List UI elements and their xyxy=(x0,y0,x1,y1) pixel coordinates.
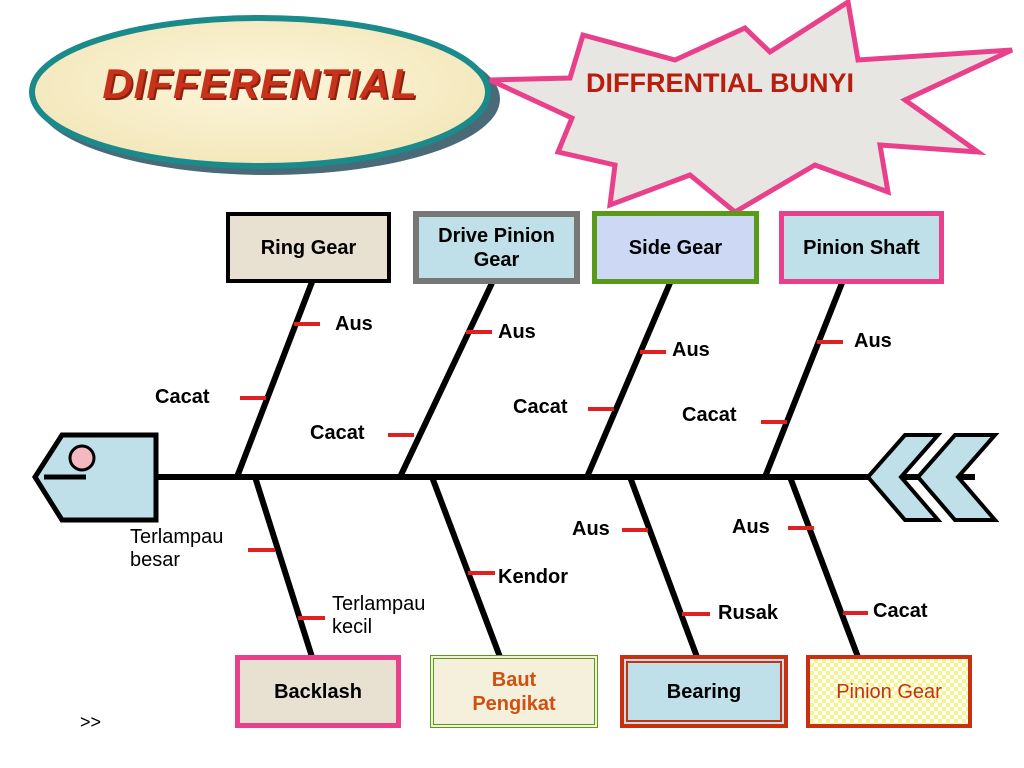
cause-pinion-gear-cacat: Cacat xyxy=(873,600,928,622)
bone-baut-pengikat xyxy=(429,475,503,659)
cause-pinion-gear-aus: Aus xyxy=(732,516,770,538)
category-label: Drive Pinion Gear xyxy=(438,224,555,271)
category-pinion-shaft: Pinion Shaft xyxy=(779,211,944,284)
cause-backlash-kecil: Terlampau kecil xyxy=(332,593,426,638)
bone-side-gear xyxy=(584,281,673,479)
cause-pinion-shaft-aus: Aus xyxy=(854,330,892,352)
fish-tail-chevron xyxy=(865,433,943,522)
fish-head xyxy=(32,432,159,523)
next-slide-link[interactable]: >> xyxy=(80,712,102,732)
category-label: Ring Gear xyxy=(260,236,357,259)
cause-drive-pinion-aus: Aus xyxy=(498,321,536,343)
fish-eye xyxy=(68,444,96,472)
bone-ring-gear xyxy=(234,280,315,479)
bone-pinion-shaft xyxy=(762,281,845,479)
effect-starburst xyxy=(488,0,1014,216)
category-pinion-gear: Pinion Gear xyxy=(806,655,972,728)
cause-bearing-aus: Aus xyxy=(572,518,610,540)
bone-pinion-gear xyxy=(787,475,861,659)
category-ring-gear: Ring Gear xyxy=(226,212,391,283)
cause-backlash-besar: Terlampau besar xyxy=(130,526,224,571)
category-label: Pinion Gear xyxy=(836,680,942,703)
category-label: Backlash xyxy=(274,680,362,703)
cause-bearing-rusak: Rusak xyxy=(718,602,779,624)
category-bearing: Bearing xyxy=(620,655,788,728)
cause-side-gear-cacat: Cacat xyxy=(513,396,568,418)
bone-bearing xyxy=(627,475,700,659)
category-label: Side Gear xyxy=(628,236,723,259)
category-label: Bearing xyxy=(666,680,742,703)
bone-drive-pinion-gear xyxy=(397,281,495,479)
category-drive-pinion-gear: Drive Pinion Gear xyxy=(413,211,580,284)
cause-baut-kendor: Kendor xyxy=(498,566,568,588)
cause-ring-gear-aus: Aus xyxy=(335,313,373,335)
cause-pinion-shaft-cacat: Cacat xyxy=(682,404,737,426)
category-label: Baut Pengikat xyxy=(472,668,556,715)
effect-title: DIFFRENTIAL BUNYI xyxy=(586,68,854,98)
diagram-title: DIFFERENTIAL xyxy=(102,60,418,107)
category-backlash: Backlash xyxy=(235,655,401,728)
cause-ring-gear-cacat: Cacat xyxy=(155,386,210,408)
fish-tail-chevron xyxy=(915,433,1000,522)
bone-backlash xyxy=(252,476,315,658)
cause-drive-pinion-cacat: Cacat xyxy=(310,422,365,444)
cause-side-gear-aus: Aus xyxy=(672,339,710,361)
title-ellipse xyxy=(29,15,491,169)
category-side-gear: Side Gear xyxy=(592,211,759,284)
category-baut-pengikat: Baut Pengikat xyxy=(430,655,598,728)
cause-ticks xyxy=(240,322,868,620)
category-label: Pinion Shaft xyxy=(803,236,920,259)
